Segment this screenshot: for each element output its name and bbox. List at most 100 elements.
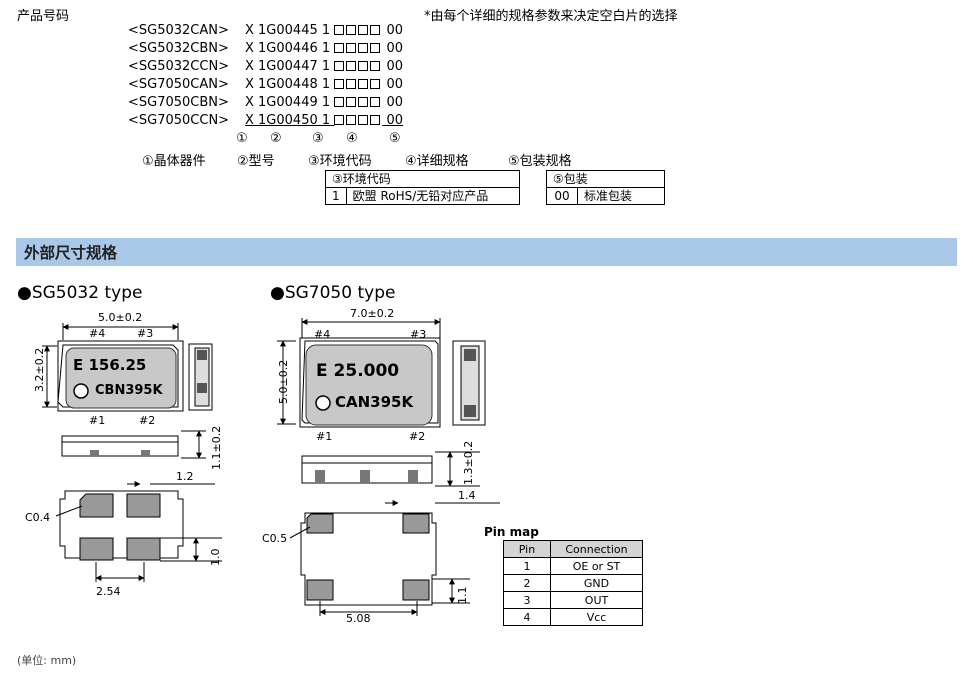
sg7050-side-view-end — [452, 340, 486, 426]
product-row: X 1G00448 1 00 — [245, 77, 403, 92]
connection-header: Connection — [550, 540, 643, 558]
product-row: X 1G00449 1 00 — [245, 95, 403, 110]
legend-spec: ④详细规格 — [405, 154, 469, 169]
pack-code: 00 — [546, 187, 578, 205]
part-code: X 1G00446 1 — [245, 41, 331, 56]
package-code: 00 — [386, 113, 403, 128]
blank-box — [334, 25, 345, 35]
legend-type: ②型号 — [237, 154, 275, 169]
sg5032-title: ●SG5032 type — [17, 283, 143, 303]
sg7050-marking-freq: E 25.000 — [316, 361, 400, 381]
legend-crystal: ①晶体器件 — [142, 154, 206, 169]
sg7050-height-dim: 5.0±0.2 — [277, 359, 290, 404]
part-code: X 1G00449 1 — [245, 95, 331, 110]
package-code: 00 — [386, 59, 403, 74]
package-code: 00 — [386, 23, 403, 38]
sg7050-pitch: 5.08 — [346, 612, 371, 625]
sg7050-side-dim: 1.3±0.2 — [462, 440, 475, 485]
blank-box — [334, 97, 345, 107]
sg5032-pitch: 2.54 — [96, 585, 121, 598]
sg5032-pin1-label: #1 — [89, 414, 106, 427]
product-number-title: 产品号码 — [17, 9, 70, 24]
pin-connection: Vcc — [550, 608, 643, 626]
blank-box — [358, 115, 369, 125]
unit-note: (单位: mm) — [17, 654, 77, 667]
blank-box — [346, 79, 357, 89]
part-code: X 1G00450 1 — [245, 113, 331, 128]
sg5032-side-dim: 1.1±0.2 — [210, 425, 223, 470]
package-code: 00 — [386, 95, 403, 110]
circle-mark-1: ① — [236, 131, 248, 146]
sg5032-height-dim: 3.2±0.2 — [33, 347, 46, 392]
pin-number: 3 — [503, 591, 551, 609]
sg5032-top-view — [42, 323, 184, 412]
pin-map-title: Pin map — [484, 525, 539, 539]
pin-number: 2 — [503, 574, 551, 592]
package-code: 00 — [386, 41, 403, 56]
sg7050-bottom-view — [289, 500, 500, 616]
blank-box — [346, 43, 357, 53]
part-code: X 1G00445 1 — [245, 23, 331, 38]
pin-connection: GND — [550, 574, 643, 592]
circle-mark-2: ② — [270, 131, 282, 146]
blank-box — [358, 97, 369, 107]
sg7050-marking-code: CAN395K — [335, 393, 414, 411]
sg7050-pin1-label: #1 — [316, 430, 333, 443]
sg5032-marking-freq: E 156.25 — [73, 356, 147, 374]
blank-box — [346, 97, 357, 107]
sg7050-pad-height: 1.1 — [456, 586, 469, 605]
pin-header: Pin — [503, 540, 551, 558]
sg5032-side-view — [61, 430, 206, 459]
blank-box — [334, 43, 345, 53]
model-name: <SG5032CCN> — [128, 59, 230, 74]
env-desc: 欧盟 RoHS/无铅对应产品 — [345, 187, 520, 205]
selection-note: *由每个详细的规格参数来决定空白片的选择 — [424, 9, 678, 24]
pin-number: 4 — [503, 608, 551, 626]
pin-number: 1 — [503, 557, 551, 575]
sg5032-pin2-label: #2 — [139, 414, 156, 427]
section-header: 外部尺寸规格 — [16, 238, 957, 266]
blank-box — [346, 115, 357, 125]
sg5032-side-view-end — [188, 343, 213, 411]
sg7050-top-view — [277, 318, 441, 428]
model-name: <SG7050CAN> — [128, 77, 229, 92]
blank-box — [358, 79, 369, 89]
sg7050-title: ●SG7050 type — [270, 283, 396, 303]
sg5032-pin3-label: #3 — [137, 327, 154, 340]
circle-mark-4: ④ — [346, 131, 358, 146]
blank-box — [370, 97, 381, 107]
blank-box — [358, 25, 369, 35]
blank-box — [346, 61, 357, 71]
sg7050-chamfer: C0.5 — [262, 532, 288, 545]
env-table-header: ③环境代码 — [325, 170, 520, 188]
blank-box — [370, 25, 381, 35]
product-row: X 1G00446 1 00 — [245, 41, 403, 56]
part-code: X 1G00448 1 — [245, 77, 331, 92]
sg7050-pin3-label: #3 — [410, 328, 427, 341]
blank-box — [334, 115, 345, 125]
sg7050-width-dim: 7.0±0.2 — [350, 307, 395, 320]
blank-box — [358, 61, 369, 71]
blank-box — [370, 43, 381, 53]
sg5032-width-dim: 5.0±0.2 — [98, 311, 143, 324]
sg7050-pad-dim: 1.4 — [458, 489, 476, 502]
model-name: <SG5032CBN> — [128, 41, 229, 56]
product-row: X 1G00450 1 00 — [245, 113, 403, 128]
sg7050-side-view — [301, 451, 480, 487]
blank-box — [370, 79, 381, 89]
sg5032-pad-dim: 1.2 — [176, 470, 194, 483]
pin-connection: OE or ST — [550, 557, 643, 575]
part-code: X 1G00447 1 — [245, 59, 331, 74]
circle-mark-3: ③ — [312, 131, 324, 146]
package-code: 00 — [386, 77, 403, 92]
blank-box — [334, 61, 345, 71]
blank-box — [334, 79, 345, 89]
sg5032-bottom-view — [55, 481, 222, 582]
blank-box — [370, 61, 381, 71]
product-row: X 1G00447 1 00 — [245, 59, 403, 74]
